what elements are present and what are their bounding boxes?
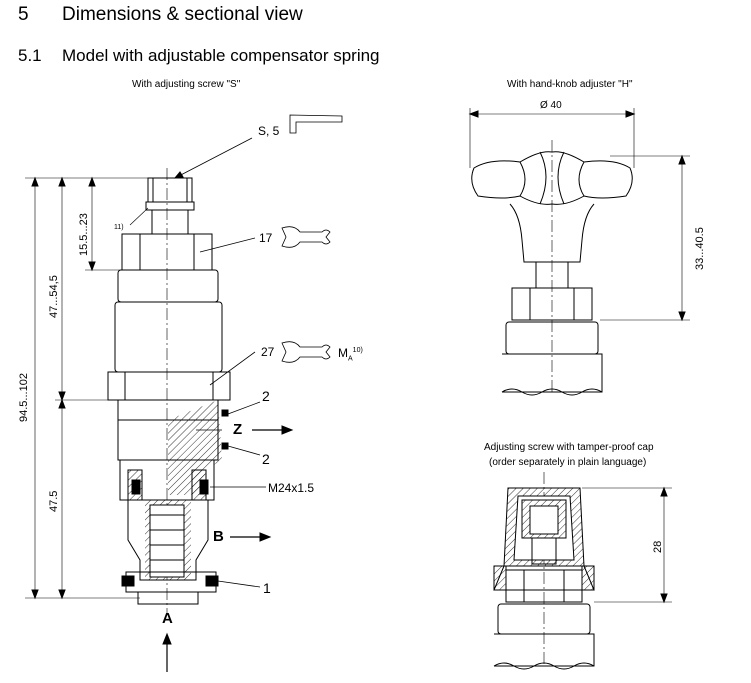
subsection-title: Model with adjustable compensator spring [62,46,380,65]
screw-view-drawing [25,114,343,672]
port-a-label: A [162,610,173,627]
knob-view-caption: With hand-knob adjuster "H" [507,79,633,90]
dim-lower-height: 47.5 [48,490,60,512]
dim-knob-height: 33...40.5 [694,227,706,270]
cap-view-drawing [493,472,672,670]
dim-upper-height: 47...54,5 [48,275,60,318]
dim-screw-height: 15.5...23 [78,213,90,256]
callout-seal-top: 2 [262,388,270,404]
screw-view-caption: With adjusting screw "S" [132,79,241,90]
torque-symbol: M [338,346,348,360]
dim-cap-height: 28 [652,540,664,553]
cap-view-caption-line1: Adjusting screw with tamper-proof cap [484,442,654,453]
section-title: Dimensions & sectional view [62,4,303,25]
callout-s5: S, 5 [258,124,280,138]
callout-note-11: 11) [114,224,124,231]
callout-wrench-27: 27 [261,345,275,359]
dim-knob-diameter: Ø 40 [540,100,562,111]
cap-view-caption-line2: (order separately in plain language) [489,457,647,468]
callout-torque-ma: MA10) [338,346,363,362]
port-b-label: B [213,528,224,545]
torque-footnote: 10) [352,347,363,354]
section-number: 5 [18,4,29,25]
port-z-label: Z [233,421,243,438]
subsection-number: 5.1 [18,46,42,65]
torque-subscript: A [348,355,353,363]
callout-ring: 1 [263,580,271,596]
dim-total-height: 94.5...102 [18,373,30,422]
callout-thread: M24x1.5 [268,481,315,495]
callout-wrench-17: 17 [259,231,273,245]
callout-seal-bottom: 2 [262,451,270,467]
knob-view-drawing [468,108,690,396]
